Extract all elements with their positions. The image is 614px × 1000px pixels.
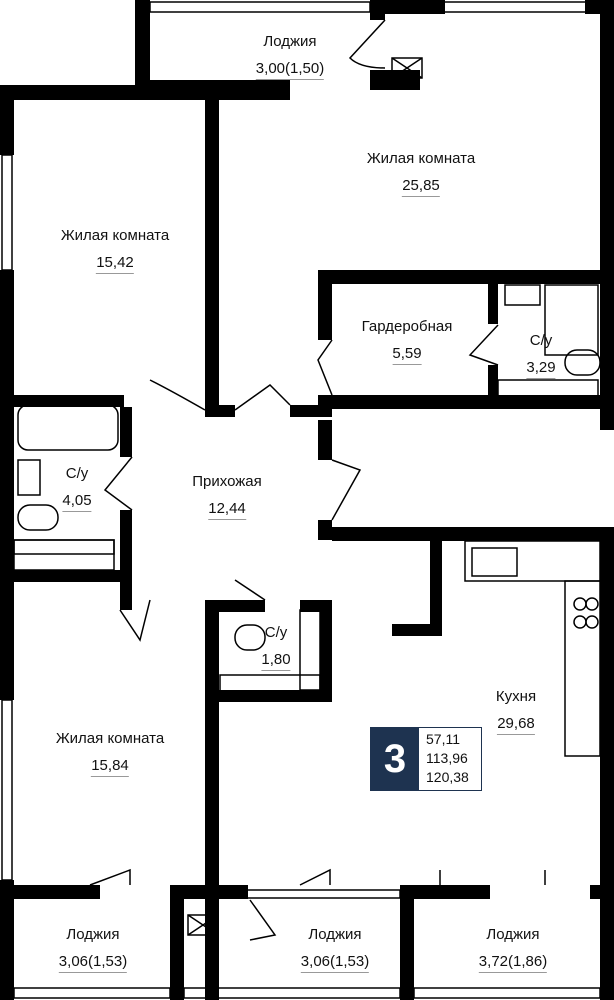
room-area: 3,00(1,50) — [255, 59, 325, 80]
area-summary: 57,11 113,96 120,38 — [419, 728, 481, 790]
room-wardrobe: Гардеробная 5,59 — [361, 313, 453, 367]
room-area: 15,42 — [96, 253, 134, 274]
living-area: 57,11 — [426, 731, 460, 747]
room-name: С/у — [264, 624, 288, 641]
room-hallway: Прихожая 12,44 — [192, 468, 262, 522]
room-name: Гардеробная — [361, 318, 453, 335]
room-name: Прихожая — [192, 473, 262, 490]
room-area: 3,06(1,53) — [58, 952, 128, 973]
room-loggia-bottom-left: Лоджия 3,06(1,53) — [58, 921, 128, 975]
room-name: Жилая комната — [60, 227, 170, 244]
room-area: 3,29 — [526, 358, 556, 379]
room-name: С/у — [65, 465, 89, 482]
rooms-count: 3 — [371, 728, 419, 790]
room-living-left-top: Жилая комната 15,42 — [61, 222, 169, 276]
room-area: 3,06(1,53) — [300, 952, 370, 973]
room-area: 5,59 — [392, 344, 422, 365]
apartment-badge: 3 57,11 113,96 120,38 — [370, 727, 482, 791]
room-name: Лоджия — [263, 33, 317, 50]
total-area: 113,96 — [426, 750, 468, 766]
windows-doors — [1, 1, 601, 999]
room-name: Жилая комната — [55, 730, 165, 747]
room-name: С/у — [529, 332, 553, 349]
room-area: 1,80 — [261, 650, 291, 671]
room-kitchen: Кухня 29,68 — [496, 683, 536, 737]
room-loggia-bottom-middle: Лоджия 3,06(1,53) — [300, 921, 370, 975]
room-area: 4,05 — [62, 491, 92, 512]
room-area: 3,72(1,86) — [478, 952, 548, 973]
room-name: Лоджия — [486, 926, 540, 943]
total-with-loggias: 120,38 — [426, 769, 469, 785]
room-name: Жилая комната — [366, 150, 476, 167]
room-wc-small: С/у 1,80 — [261, 619, 291, 673]
room-bathroom-right: С/у 3,29 — [526, 327, 556, 381]
room-name: Лоджия — [308, 926, 362, 943]
room-area: 12,44 — [208, 499, 246, 520]
room-area: 25,85 — [402, 176, 440, 197]
room-area: 29,68 — [497, 714, 535, 735]
room-area: 15,84 — [91, 756, 129, 777]
room-living-large: Жилая комната 25,85 — [367, 145, 475, 199]
room-bathroom-left: С/у 4,05 — [62, 460, 92, 514]
room-name: Лоджия — [66, 926, 120, 943]
room-loggia-bottom-right: Лоджия 3,72(1,86) — [478, 921, 548, 975]
room-living-left-bottom: Жилая комната 15,84 — [56, 725, 164, 779]
room-name: Кухня — [495, 688, 537, 705]
room-loggia-top: Лоджия 3,00(1,50) — [255, 28, 325, 82]
